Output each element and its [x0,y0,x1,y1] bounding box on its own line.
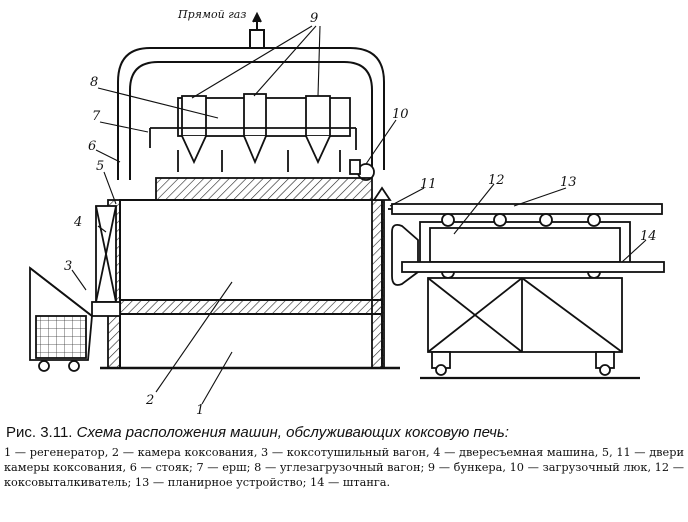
callout-13: 13 [560,175,577,190]
coke-pusher [419,213,631,279]
regenerator [100,313,400,370]
door-extractor-machine [91,205,121,317]
bunker-right [305,95,331,137]
gas-collector-pipe [117,11,385,180]
callout-leaders [71,25,647,405]
callout-4: 4 [73,215,82,230]
chamber-door-right [371,186,392,369]
callout-5: 5 [96,159,104,174]
callout-9: 9 [310,11,318,26]
pusher-carriage [420,277,640,380]
callout-12: 12 [488,173,505,188]
callout-6: 6 [88,139,96,154]
figure-number: Рис. 3.11. [6,424,73,441]
oven-top-slab [155,177,373,201]
bunker-middle [243,93,267,137]
leveling-device [388,203,663,215]
callout-8: 8 [90,75,98,90]
figure-title: Схема расположения машин, обслуживающих … [76,424,509,441]
callout-2: 2 [145,393,154,408]
callout-labels: 9 8 7 6 5 4 3 10 11 12 13 14 2 1 [64,11,657,418]
coal-charging-car [149,93,357,172]
figure-legend: 1 — регенератор, 2 — камера коксования, … [4,446,684,489]
figure-caption-title: Рис. 3.11. Схема расположения машин, обс… [6,424,682,441]
callout-7: 7 [92,109,101,124]
callout-10: 10 [392,107,409,122]
bunker-left [181,95,207,137]
callout-14: 14 [640,229,657,244]
raw-gas-label: Прямой газ [177,8,246,21]
pusher-ram [391,223,665,286]
coking-chamber [119,199,383,315]
callout-3: 3 [64,259,72,274]
coke-oven-schematic: Прямой газ [29,8,665,418]
callout-11: 11 [420,177,437,192]
callout-1: 1 [196,403,204,418]
coke-quenching-car [29,266,93,372]
charging-hatch [349,159,375,181]
